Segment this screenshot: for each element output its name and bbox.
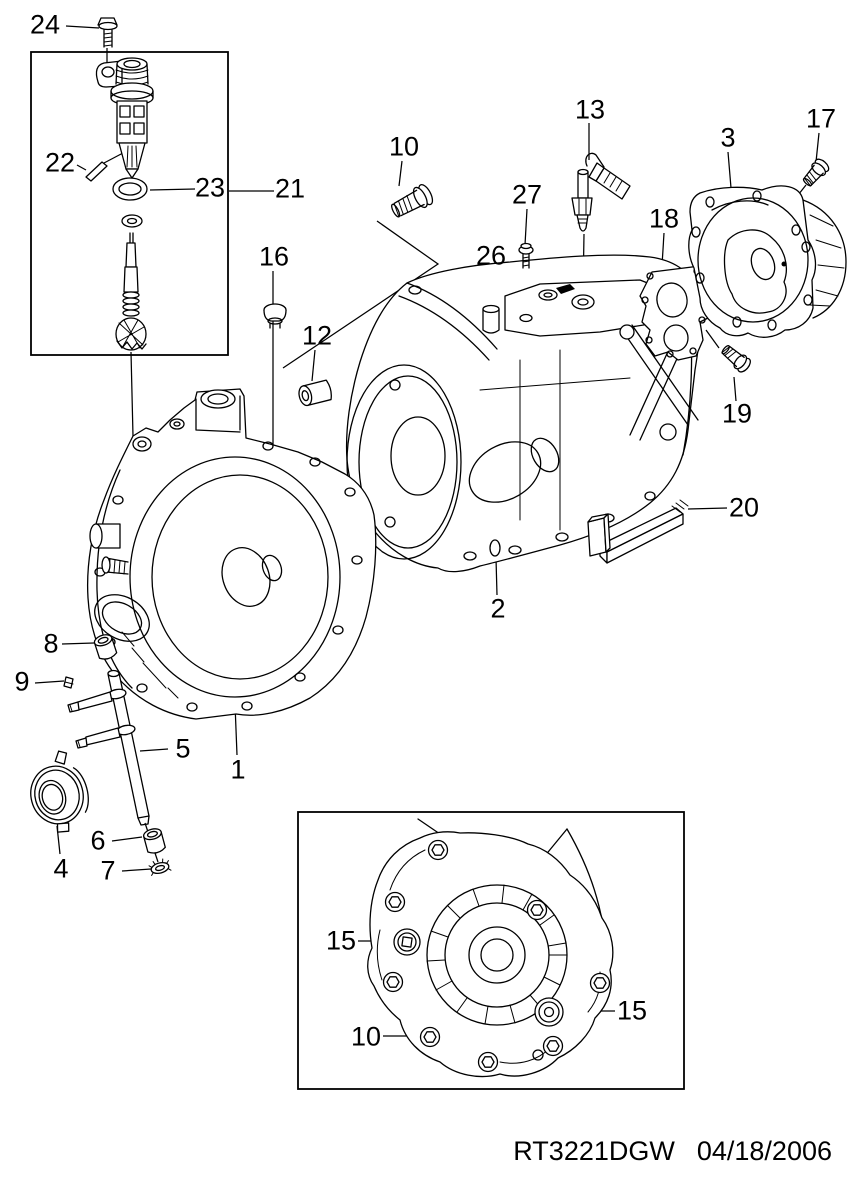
end-cover-view-drawing <box>367 818 614 1078</box>
callout-10[interactable]: 10 <box>388 131 420 162</box>
plug-15-left-drawing <box>393 928 421 956</box>
leader-line <box>815 132 820 163</box>
callout-24[interactable]: 24 <box>29 9 61 40</box>
leader-line <box>705 329 720 349</box>
bushing-8-drawing <box>93 634 118 660</box>
o-ring-23-drawing <box>112 177 148 201</box>
leader-line <box>282 220 440 369</box>
release-bearing-drawing <box>30 750 89 833</box>
magnet-drawing <box>587 499 689 564</box>
pin-9-drawing <box>63 676 74 689</box>
callout-16[interactable]: 16 <box>258 241 290 272</box>
callout-15[interactable]: 15 <box>616 995 648 1026</box>
leader-line <box>121 868 152 872</box>
bolt-27-drawing <box>518 242 534 269</box>
callout-12[interactable]: 12 <box>301 320 333 351</box>
callout-5[interactable]: 5 <box>175 733 191 764</box>
pin-22-drawing <box>85 161 108 182</box>
speed-sensor-detail-box <box>30 51 229 356</box>
leader-line <box>65 25 100 29</box>
clutch-housing-drawing <box>87 388 377 720</box>
callout-7[interactable]: 7 <box>100 855 116 886</box>
callout-15[interactable]: 15 <box>325 925 357 956</box>
clutch-fork-shaft-drawing <box>67 669 150 826</box>
callout-21[interactable]: 21 <box>274 173 306 204</box>
cover-bolt <box>427 839 449 861</box>
seal-ring-7-drawing <box>148 858 172 876</box>
callout-22[interactable]: 22 <box>44 147 76 178</box>
callout-19[interactable]: 19 <box>721 398 753 429</box>
callout-1[interactable]: 1 <box>230 754 246 785</box>
bolt-17-drawing <box>802 158 830 187</box>
leader-line <box>495 557 498 596</box>
leader-line <box>733 376 737 402</box>
bolt-19-drawing <box>721 345 751 373</box>
leader-line <box>111 836 143 842</box>
leader-line <box>149 188 196 191</box>
plug-15-right-drawing <box>534 997 564 1027</box>
transaxle-case-drawing <box>345 254 701 573</box>
leader-line <box>76 164 87 171</box>
dowel-bushing-12-drawing <box>298 379 332 407</box>
figure-date: 04/18/2006 <box>696 1136 832 1166</box>
plug-16-drawing <box>263 303 287 329</box>
leader-line <box>139 748 169 752</box>
leader-line <box>727 151 732 189</box>
leader-line <box>103 152 124 164</box>
callout-26[interactable]: 26 <box>475 240 507 271</box>
bushing-6-drawing <box>143 828 166 854</box>
end-cover-detail-box <box>297 811 685 1090</box>
callout-2[interactable]: 2 <box>490 593 506 624</box>
callout-3[interactable]: 3 <box>720 122 736 153</box>
callout-20[interactable]: 20 <box>728 492 760 523</box>
callout-4[interactable]: 4 <box>53 853 69 884</box>
callout-6[interactable]: 6 <box>90 825 106 856</box>
speed-sensor-assembly-drawing <box>85 17 154 351</box>
bolt-10-drawing <box>391 183 434 218</box>
callout-23[interactable]: 23 <box>194 172 226 203</box>
detail-boxes <box>30 51 685 1090</box>
leader-line <box>34 680 65 684</box>
leader-line <box>61 642 95 645</box>
callout-18[interactable]: 18 <box>648 203 680 234</box>
callout-8[interactable]: 8 <box>43 628 59 659</box>
rear-cover-drawing <box>688 185 847 338</box>
bolt-24-drawing <box>97 17 118 48</box>
callout-9[interactable]: 9 <box>14 666 30 697</box>
callout-13[interactable]: 13 <box>574 94 606 125</box>
figure-code: RT3221DGW <box>513 1136 675 1166</box>
callout-17[interactable]: 17 <box>805 103 837 134</box>
leader-line <box>687 507 728 510</box>
reverse-lamp-switch-drawing <box>571 152 631 232</box>
leader-line <box>524 208 528 246</box>
pin-26-drawing <box>482 304 500 334</box>
callout-10[interactable]: 10 <box>350 1021 382 1052</box>
leader-line <box>311 349 316 382</box>
leader-line <box>130 351 134 437</box>
figure-footer: RT3221DGW 04/18/2006 <box>513 1138 832 1165</box>
leader-line <box>398 160 403 187</box>
callout-27[interactable]: 27 <box>511 179 543 210</box>
